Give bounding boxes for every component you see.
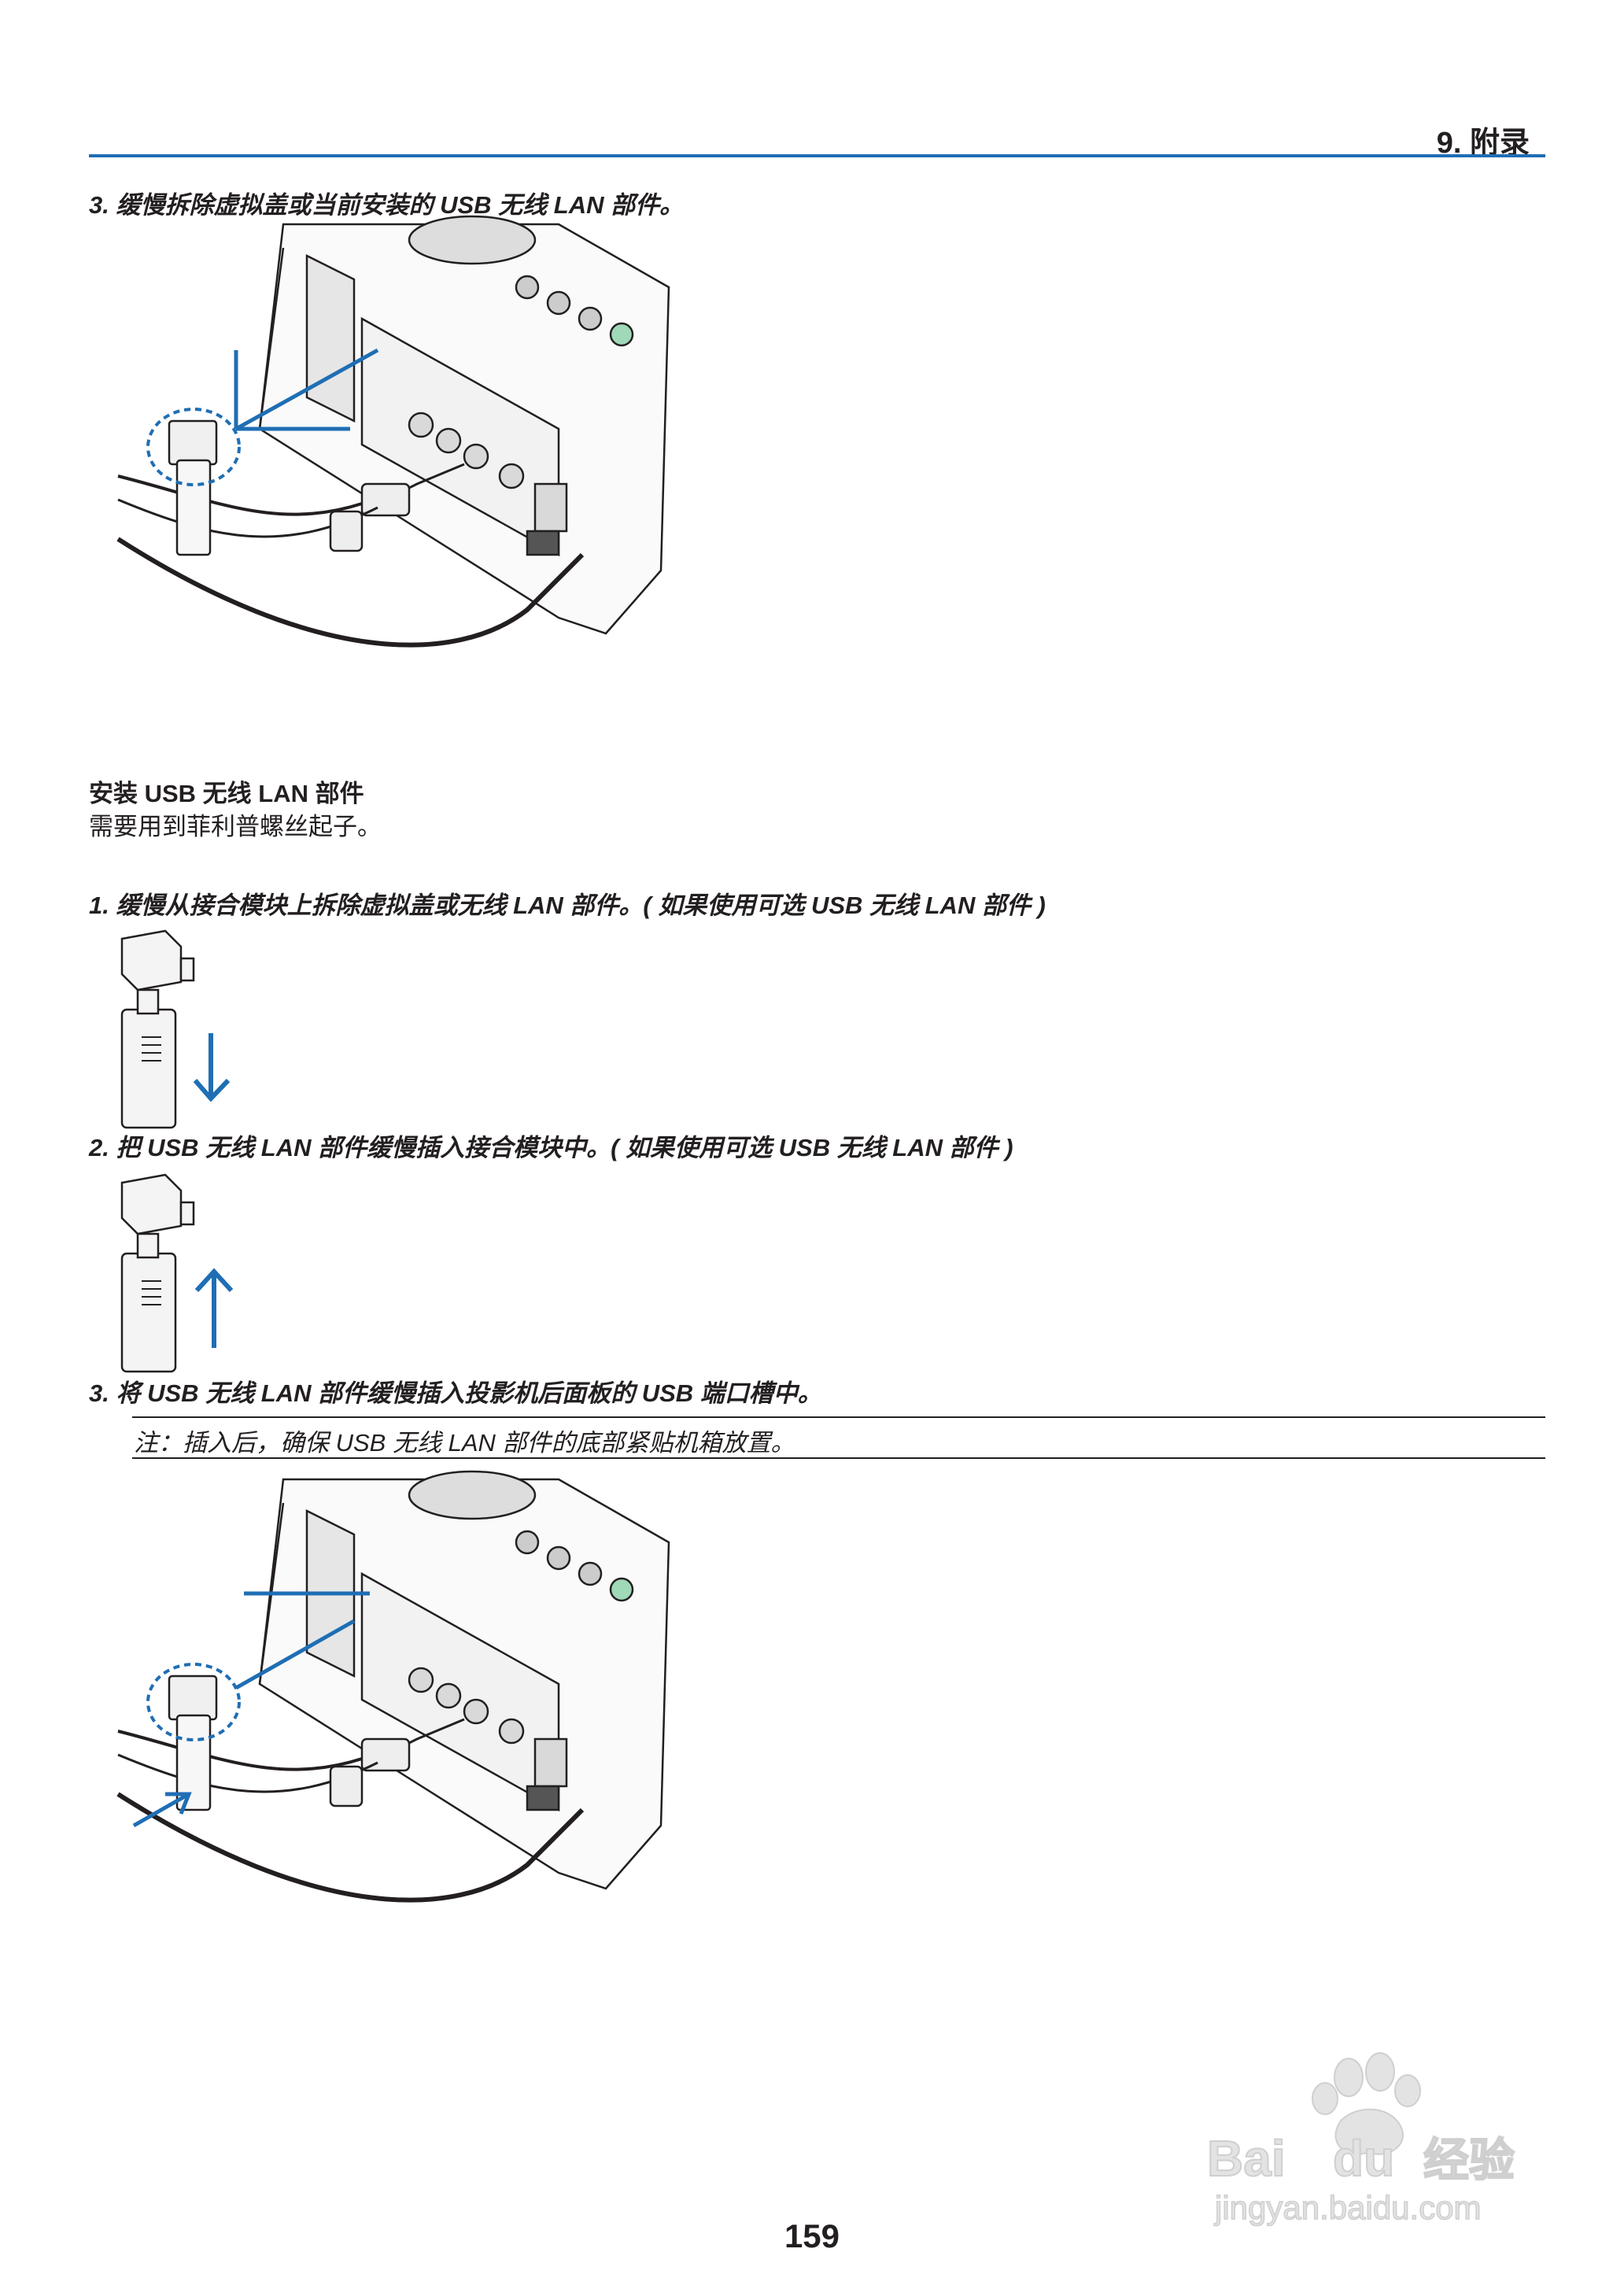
module-remove-illustration <box>120 929 231 1129</box>
tool-note: 需要用到菲利普螺丝起子。 <box>89 813 382 840</box>
module-insert-illustration <box>120 1173 234 1373</box>
step-remove-cover: 3. 缓慢拆除虚拟盖或当前安装的 USB 无线 LAN 部件。 <box>89 191 685 219</box>
header-rule <box>89 154 1545 157</box>
install-step-2: 2. 把 USB 无线 LAN 部件缓慢插入接合模块中。( 如果使用可选 USB… <box>89 1134 1013 1161</box>
page-number: 159 <box>784 2217 840 2254</box>
svg-text:Bai: Bai <box>1207 2130 1286 2187</box>
install-step-1: 1. 缓慢从接合模块上拆除虚拟盖或无线 LAN 部件。( 如果使用可选 USB … <box>89 892 1046 919</box>
projector-insert-illustration <box>116 1470 670 1903</box>
install-note: 注：插入后，确保 USB 无线 LAN 部件的底部紧贴机箱放置。 <box>134 1429 795 1457</box>
baidu-paw-logo: Bai du 经验 jingyan.baidu.com <box>1206 2052 1515 2227</box>
note-bottom-rule <box>132 1457 1545 1459</box>
svg-text:du: du <box>1333 2130 1394 2187</box>
projector-removal-illustration <box>116 215 670 648</box>
svg-text:经验: 经验 <box>1423 2133 1515 2187</box>
install-step-3: 3. 将 USB 无线 LAN 部件缓慢插入投影机后面板的 USB 端口槽中。 <box>89 1379 822 1407</box>
baidu-watermark: Bai du 经验 jingyan.baidu.com <box>1199 2050 1530 2231</box>
note-top-rule <box>132 1416 1545 1418</box>
watermark-url: jingyan.baidu.com <box>1213 2189 1482 2226</box>
install-section-title: 安装 USB 无线 LAN 部件 <box>89 780 364 807</box>
